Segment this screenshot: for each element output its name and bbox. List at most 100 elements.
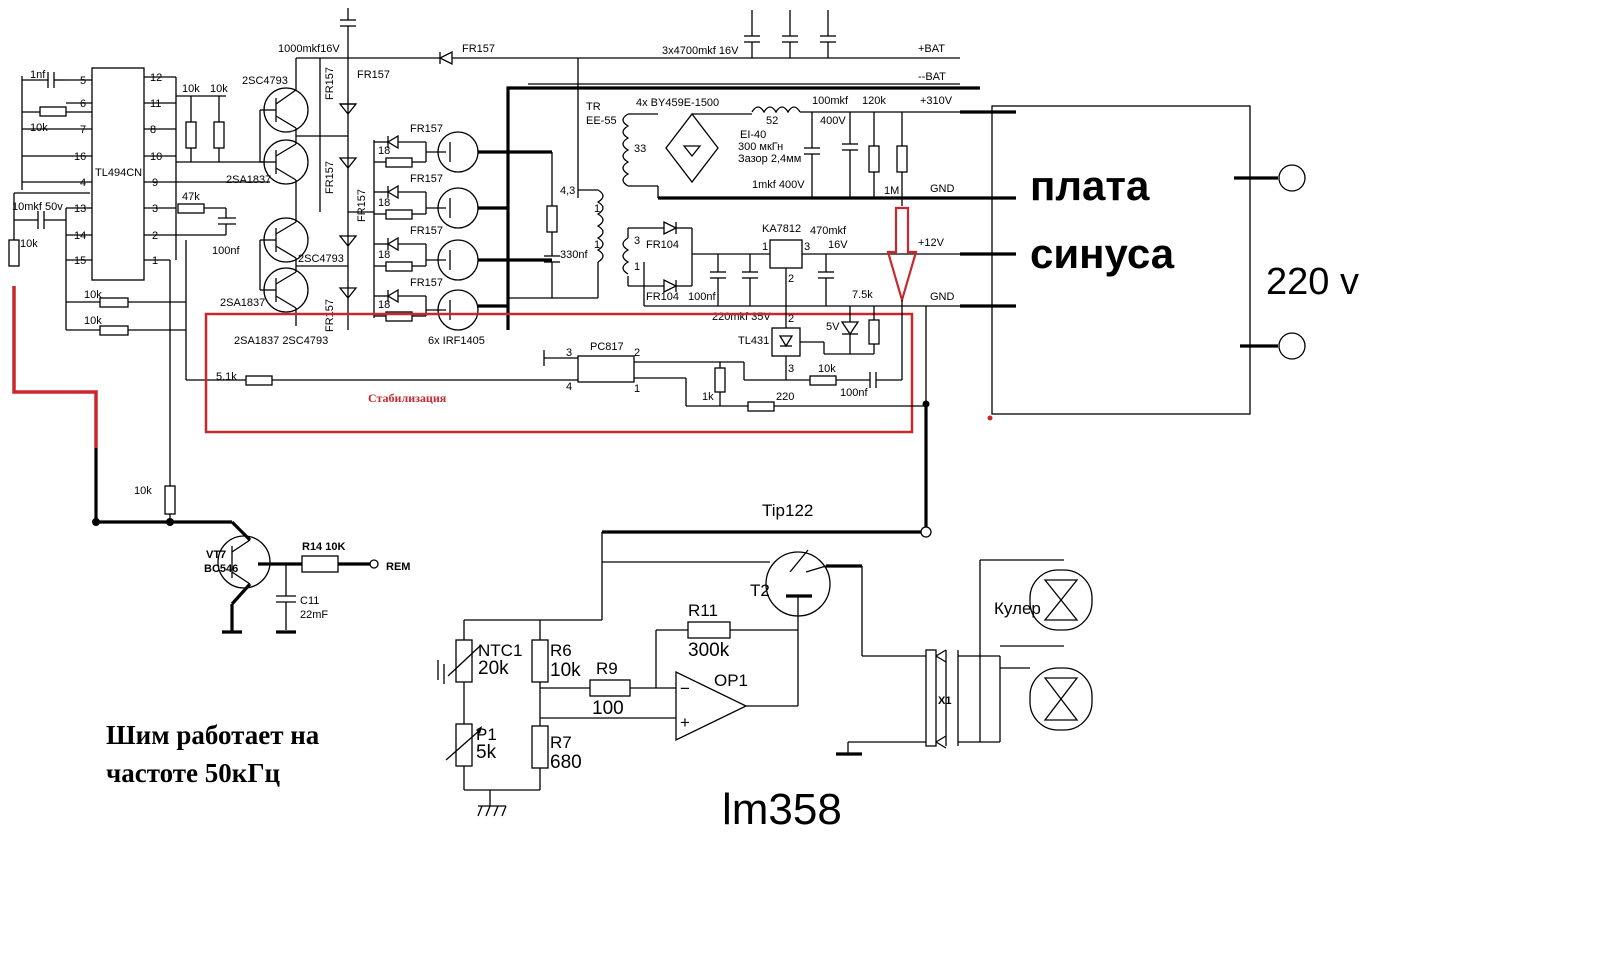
fr157-c-label: FR157 [324, 161, 336, 194]
tr-pin-1a: 1 [594, 203, 600, 215]
red-arrow [886, 206, 918, 304]
res-10k-d-label: 10k [84, 315, 102, 327]
t2-label: T2 [750, 581, 770, 600]
pin-8: 8 [150, 124, 156, 136]
reg-pin-1: 1 [762, 241, 768, 253]
r6-label: R6 [550, 641, 572, 660]
cap-1mkf-label: 1mkf 400V [752, 179, 805, 191]
sine-board: плата синуса 220 v [960, 105, 1359, 421]
optocoupler-label: PC817 [590, 341, 624, 353]
ntc-label: NTC1 [478, 641, 522, 660]
black-enable-wire [94, 448, 232, 524]
res-220-label: 220 [776, 391, 794, 403]
fr157-top-label: FR157 [324, 299, 336, 332]
p1-value-label: 5k [476, 742, 497, 763]
sine-board-title-1: плата [1030, 162, 1150, 209]
pullup-resistors: 10k 10k 47k 100nf [175, 77, 266, 260]
tip122-label: Tip122 [762, 501, 813, 520]
fr157-diodes: FR157 FR157 FR157 FR157 FR157 [324, 67, 390, 332]
gate-network: FR157 18 FR157 18 FR157 18 FR157 18 [348, 123, 443, 322]
stabilization-circuit: Стабилизация PC817 3 2 4 1 5.1k 220 1k T… [204, 300, 926, 434]
q-2sc4793-b-label: 2SC4793 [298, 253, 344, 265]
res-75k-label: 7.5k [852, 289, 873, 301]
fr157-g4-label: FR157 [410, 277, 443, 289]
q-2sa1837-a-label: 2SA1837 [226, 174, 271, 186]
pin-2: 2 [152, 230, 158, 242]
v12-label: +12V [918, 237, 945, 249]
cap-1000mkf-label: 1000mkf16V [278, 43, 340, 55]
res-10k-b-label: 10k [20, 238, 38, 250]
bc546-label: BC546 [204, 563, 238, 575]
res-18-4-label: 18 [378, 299, 390, 311]
fan-connector: X1 Кулер [836, 559, 1093, 756]
pin-4: 4 [80, 177, 86, 189]
pin-7: 7 [80, 124, 86, 136]
fr104-a-label: FR104 [646, 239, 679, 251]
pin-3: 3 [152, 203, 158, 215]
res-18-3-label: 18 [378, 249, 390, 261]
opto-pin-2: 2 [634, 347, 640, 359]
r7-value-label: 680 [550, 752, 582, 773]
bat-minus-label: --BAT [918, 71, 946, 83]
tr-pin-1c: 1 [634, 261, 640, 273]
red-enable-wire [12, 286, 98, 448]
cooler-label: Кулер [994, 599, 1041, 618]
pin-6: 6 [80, 98, 86, 110]
res-51k-label: 5.1k [216, 371, 237, 383]
inductor-core-label: EI-40 [740, 129, 766, 141]
fr157-g2-label: FR157 [410, 173, 443, 185]
reg-pin-2: 2 [788, 273, 794, 285]
driver-transistors: 2SC4793 2SA1837 2SC4793 2SA1837 2SA1837 … [220, 57, 348, 347]
q-2sc4793-a-label: 2SC4793 [242, 75, 288, 87]
tl431-pin-2: 2 [788, 313, 794, 325]
pin-14: 14 [74, 230, 86, 242]
pwm-note: Шим работает на частоте 50кГц [106, 720, 320, 788]
c11-label: C11 [300, 595, 319, 607]
tr-label: TR [586, 101, 601, 113]
reg-pin-3: 3 [804, 241, 810, 253]
inductor-gap-label: Зазор 2,4мм [738, 153, 801, 165]
fan-controller: Tip122 T2 NTC1 20k R6 10k R9 100 R11 [437, 501, 863, 834]
cap-400v-label: 400V [820, 115, 846, 127]
bridge-label: 4x BY459E-1500 [636, 97, 719, 109]
res-10k-e-label: 10k [182, 83, 200, 95]
p1-label: P1 [476, 725, 497, 744]
r6-value-label: 10k [550, 660, 581, 681]
fr104-b-label: FR104 [646, 291, 679, 303]
cap-100nf-a-label: 100nf [212, 245, 240, 257]
opto-pin-3: 3 [566, 347, 572, 359]
tl494-ic: TL494CN 5 6 7 16 4 13 14 15 12 11 8 10 9… [22, 67, 270, 281]
pin-13: 13 [74, 203, 86, 215]
lv-secondary: 3 1 FR104 FR104 100nf KA7812 1 3 2 470mk… [622, 220, 960, 323]
fr157-b-label: FR157 [324, 67, 336, 100]
res-10k-c-label: 10k [84, 289, 102, 301]
cap-1nf-label: 1nf [30, 69, 46, 81]
c11-value-label: 22mF [300, 609, 328, 621]
cap-470-label: 470mkf [810, 225, 847, 237]
ic-name: TL494CN [95, 167, 142, 179]
remote-switch: VT7 BC546 R14 10K REM C11 22mF [204, 520, 410, 634]
r9-label: R9 [596, 659, 618, 678]
cap-330nf-label: 330nf [560, 249, 588, 261]
res-18-2-label: 18 [378, 197, 390, 209]
x1-label: X1 [938, 695, 951, 707]
fr157-g1-label: FR157 [410, 123, 443, 135]
res-10k-a-label: 10k [30, 122, 48, 134]
res-47k-label: 47k [182, 191, 200, 203]
sine-board-title-2: синуса [1030, 230, 1175, 277]
cap-1000mkf: 1000mkf16V [278, 8, 356, 92]
cap-16v-label: 16V [828, 239, 848, 251]
pin-11: 11 [150, 98, 161, 110]
mosfet-ground-bus [506, 86, 980, 330]
op-minus-label: − [680, 679, 690, 698]
opto-pin-4: 4 [566, 381, 572, 393]
r7-label: R7 [550, 733, 572, 752]
inductor-52-label: 52 [766, 115, 778, 127]
cap-100nf-b-label: 100nf [688, 291, 716, 303]
mosfets: 6x IRF1405 [426, 131, 552, 347]
pin-12: 12 [150, 72, 162, 84]
cap-10mkf-label: 10mkf 50v [12, 201, 63, 213]
tr-33-label: 33 [634, 143, 646, 155]
rem-label: REM [386, 561, 410, 573]
